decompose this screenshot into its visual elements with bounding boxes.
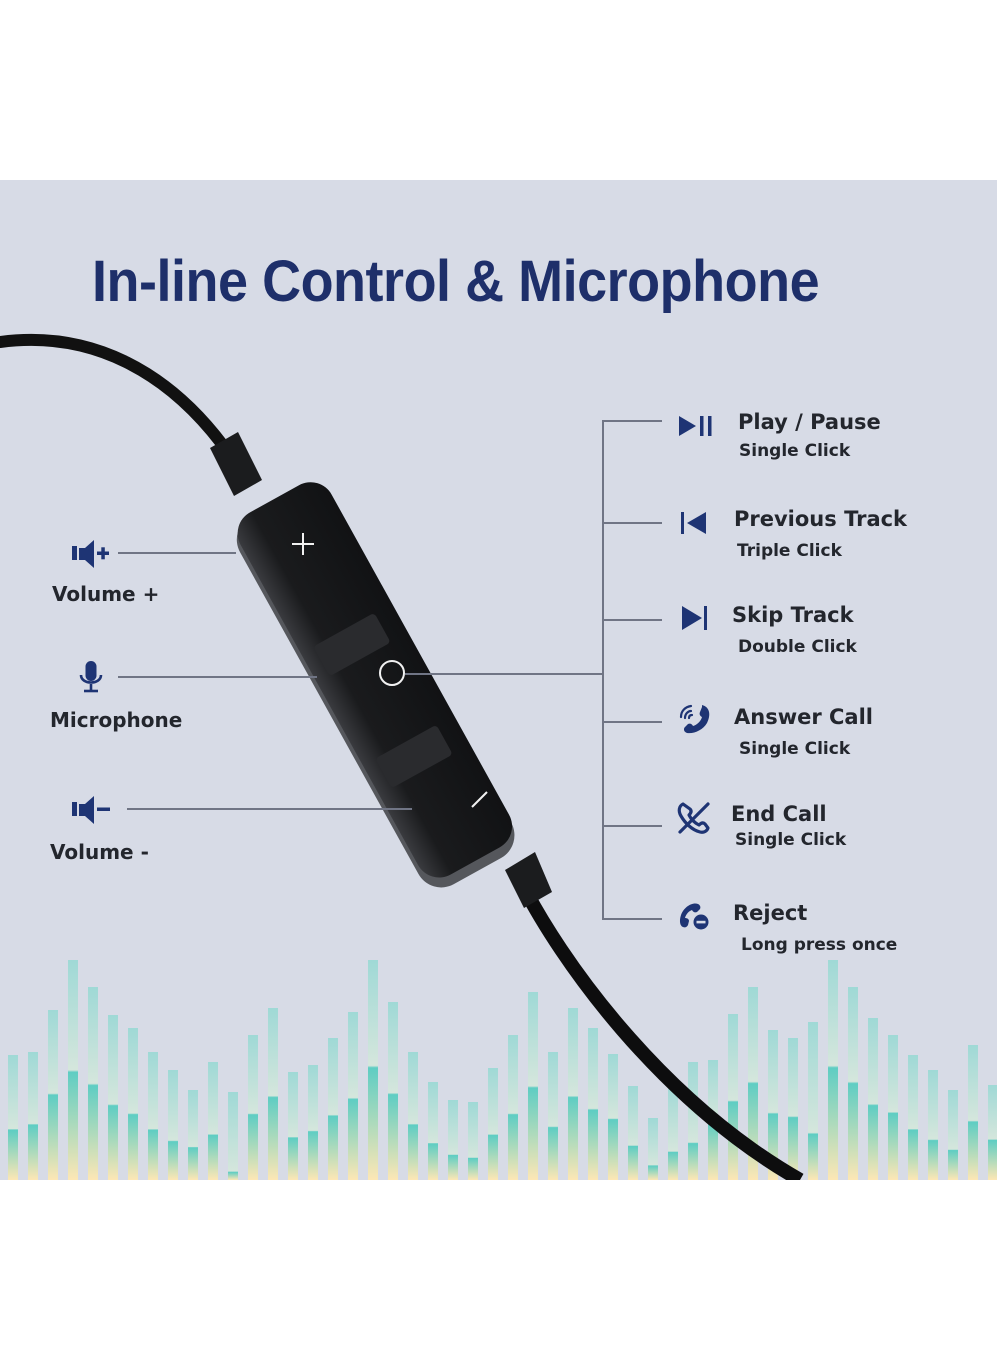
equalizer-bar — [488, 1068, 498, 1180]
equalizer-bar — [788, 1038, 798, 1180]
equalizer-bar — [508, 1035, 518, 1180]
equalizer-bar — [428, 1082, 438, 1180]
equalizer-bar — [628, 1086, 638, 1180]
equalizer-bar — [688, 1062, 698, 1180]
equalizer-bar — [188, 1090, 198, 1180]
equalizer-bar — [808, 1022, 818, 1180]
volume-plus-button — [292, 533, 314, 555]
connector-line — [118, 552, 236, 554]
play-pause-icon — [679, 416, 712, 436]
earphone-remote-illustration — [0, 333, 804, 1180]
equalizer-bar — [888, 1035, 898, 1180]
equalizer-bar — [8, 1055, 18, 1180]
equalizer-bar — [528, 992, 538, 1180]
function-label: End Call — [731, 802, 827, 826]
skip-track-icon — [682, 606, 707, 630]
equalizer-bar — [308, 1065, 318, 1180]
equalizer-bar — [828, 960, 838, 1180]
equalizer-bar — [388, 1002, 398, 1180]
answer-call-icon — [679, 704, 710, 734]
equalizer-bar — [588, 1028, 598, 1180]
microphone-icon — [79, 661, 103, 693]
equalizer-decoration — [0, 940, 997, 1180]
equalizer-bar — [288, 1072, 298, 1180]
volume-up-icon — [72, 540, 109, 568]
function-action: Single Click — [739, 441, 851, 461]
equalizer-bar — [228, 1092, 238, 1180]
equalizer-bar — [408, 1052, 418, 1180]
equalizer-bar — [548, 1052, 558, 1180]
bracket-line — [602, 420, 604, 919]
equalizer-bar — [448, 1100, 458, 1180]
connector-line — [602, 825, 662, 827]
equalizer-bar — [868, 1018, 878, 1180]
equalizer-bar — [928, 1070, 938, 1180]
equalizer-bar — [908, 1055, 918, 1180]
equalizer-bar — [328, 1038, 338, 1180]
function-label: Reject — [733, 901, 808, 925]
connector-line — [118, 676, 317, 678]
equalizer-bar — [168, 1070, 178, 1180]
product-banner: In-line Control & Microphone — [0, 180, 997, 1180]
function-action: Triple Click — [737, 541, 842, 561]
connector-line — [602, 918, 662, 920]
equalizer-bar — [608, 1054, 618, 1180]
equalizer-bar — [568, 1008, 578, 1180]
equalizer-bar — [748, 987, 758, 1180]
equalizer-bar — [148, 1052, 158, 1180]
control-label: Microphone — [50, 708, 183, 732]
function-action: Single Click — [739, 739, 851, 759]
equalizer-bar — [128, 1028, 138, 1180]
connector-line — [127, 808, 412, 810]
equalizer-bar — [88, 987, 98, 1180]
reject-call-icon — [679, 903, 709, 930]
equalizer-bar — [348, 1012, 358, 1180]
equalizer-bar — [988, 1085, 997, 1180]
equalizer-bar — [728, 1014, 738, 1180]
function-label: Previous Track — [734, 507, 908, 531]
equalizer-bar — [28, 1052, 38, 1180]
control-label: Volume - — [50, 840, 149, 864]
volume-down-icon — [72, 796, 110, 824]
connector-line — [602, 721, 662, 723]
equalizer-bar — [68, 960, 78, 1180]
equalizer-bar — [968, 1045, 978, 1180]
page-title: In-line Control & Microphone — [92, 249, 820, 314]
end-call-icon — [677, 802, 710, 834]
previous-track-icon — [681, 512, 706, 534]
connector-line — [602, 420, 662, 422]
connector-line — [405, 673, 603, 675]
function-label: Answer Call — [734, 705, 873, 729]
equalizer-bar — [468, 1102, 478, 1180]
equalizer-bar — [208, 1062, 218, 1180]
equalizer-bar — [368, 960, 378, 1180]
connector-line — [602, 522, 662, 524]
function-action: Long press once — [741, 935, 898, 955]
equalizer-bar — [848, 987, 858, 1180]
equalizer-bar — [648, 1118, 658, 1180]
multifunction-button — [379, 660, 405, 686]
control-label: Volume + — [52, 582, 160, 606]
function-action: Single Click — [735, 830, 847, 850]
equalizer-bar — [48, 1010, 58, 1180]
equalizer-bar — [248, 1035, 258, 1180]
volume-minus-button — [471, 791, 488, 808]
equalizer-bar — [948, 1090, 958, 1180]
equalizer-bar — [768, 1030, 778, 1180]
function-action: Double Click — [738, 637, 857, 657]
connector-line — [602, 619, 662, 621]
function-label: Skip Track — [732, 603, 854, 627]
equalizer-bar — [668, 1084, 678, 1180]
equalizer-bar — [108, 1015, 118, 1180]
equalizer-bar — [268, 1008, 278, 1180]
function-label: Play / Pause — [738, 410, 881, 434]
